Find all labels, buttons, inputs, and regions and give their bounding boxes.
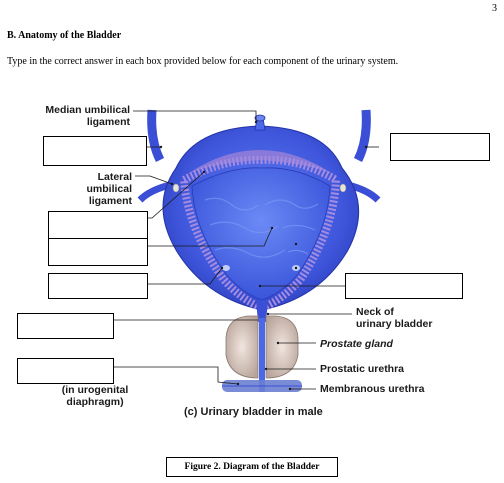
answer-box-right-2[interactable]: [345, 273, 463, 299]
label-urogenital-line-1: (in urogenital: [61, 384, 129, 396]
label-neck-of-bladder: Neck of urinary bladder: [356, 306, 432, 330]
label-lateral-line-1: Lateral: [97, 171, 132, 183]
label-prostate-gland: Prostate gland: [320, 338, 393, 350]
answer-box-left-1[interactable]: [43, 136, 147, 166]
label-lateral-line-3: ligament: [88, 195, 132, 207]
label-neck-line-2: urinary bladder: [356, 318, 433, 330]
prostate-gland: [225, 315, 259, 379]
label-urogenital-line-2: diaphragm): [66, 396, 124, 408]
label-lateral-line-2: umbilical: [86, 183, 132, 195]
answer-box-left-5[interactable]: [17, 313, 114, 339]
label-urogenital-diaphragm: (in urogenital diaphragm): [40, 384, 150, 408]
instructions: Type in the correct answer in each box p…: [7, 56, 399, 67]
page-number: 3: [492, 3, 497, 14]
answer-box-left-3[interactable]: [48, 238, 148, 266]
answer-box-left-6[interactable]: [17, 358, 114, 384]
diagram-subcaption: (c) Urinary bladder in male: [184, 406, 323, 418]
label-neck-line-1: Neck of: [356, 306, 394, 318]
left-ligament: [147, 109, 165, 163]
label-lateral-umbilical-ligament: Lateral umbilical ligament: [70, 171, 132, 207]
label-prostatic-urethra: Prostatic urethra: [320, 363, 405, 375]
section-heading: B. Anatomy of the Bladder: [7, 30, 122, 41]
label-membranous-urethra: Membranous urethra: [320, 383, 425, 395]
label-median-umbilical-ligament: Median umbilical ligament: [30, 104, 130, 128]
answer-box-left-2[interactable]: [48, 211, 148, 239]
label-median-line-1: Median umbilical: [45, 104, 130, 116]
answer-box-left-4[interactable]: [48, 273, 148, 299]
right-ligament: [353, 109, 371, 163]
figure-caption: Figure 2. Diagram of the Bladder: [166, 457, 338, 477]
answer-box-right-1[interactable]: [390, 133, 490, 161]
label-median-line-2: ligament: [86, 116, 130, 128]
